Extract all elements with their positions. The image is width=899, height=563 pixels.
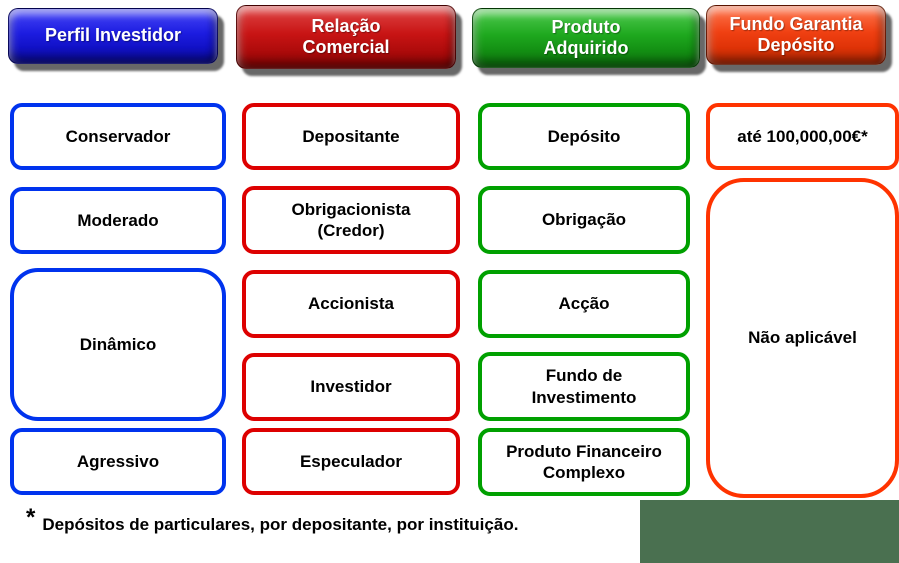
box-fundo-de-investimento: Fundo de Investimento (478, 352, 690, 421)
background-green-corner (640, 500, 899, 563)
box-accao-label: Acção (558, 294, 610, 314)
box-deposito-label: Depósito (547, 126, 621, 146)
box-dinamico-label: Dinâmico (79, 334, 157, 354)
box-especulador: Especulador (242, 428, 460, 495)
box-deposito: Depósito (478, 103, 690, 170)
box-fundo-de-investimento-label: Fundo de Investimento (531, 366, 637, 407)
box-ate-100000-label: até 100,000,00€* (737, 126, 868, 146)
box-depositante: Depositante (242, 103, 460, 170)
box-accionista-label: Accionista (308, 294, 394, 314)
box-obrigacionista-label: Obrigacionista (Credor) (291, 199, 411, 240)
box-especulador-label: Especulador (299, 451, 403, 471)
box-moderado: Moderado (10, 187, 226, 254)
box-agressivo: Agressivo (10, 428, 226, 495)
header-produto-adquirido: Produto Adquirido (472, 8, 700, 68)
box-depositante-label: Depositante (302, 126, 400, 146)
box-conservador-label: Conservador (65, 126, 171, 146)
header-fundo-garantia-deposito: Fundo Garantia Depósito (706, 5, 886, 65)
header-perfil-investidor-label: Perfil Investidor (44, 25, 182, 46)
box-obrigacao: Obrigação (478, 186, 690, 254)
header-relacao-comercial: Relação Comercial (236, 5, 456, 69)
box-accao: Acção (478, 270, 690, 338)
header-perfil-investidor: Perfil Investidor (8, 8, 218, 64)
box-nao-aplicavel: Não aplicável (706, 178, 899, 498)
header-fundo-garantia-deposito-label: Fundo Garantia Depósito (729, 13, 863, 55)
footnote-asterisk: * (26, 504, 36, 531)
box-moderado-label: Moderado (77, 210, 159, 230)
box-dinamico: Dinâmico (10, 268, 226, 421)
box-investidor-label: Investidor (310, 377, 392, 397)
box-produto-financeiro-complexo: Produto Financeiro Complexo (478, 428, 690, 496)
box-investidor: Investidor (242, 353, 460, 421)
box-obrigacao-label: Obrigação (541, 210, 627, 230)
header-relacao-comercial-label: Relação Comercial (302, 15, 390, 57)
box-obrigacionista: Obrigacionista (Credor) (242, 186, 460, 254)
box-conservador: Conservador (10, 103, 226, 170)
box-agressivo-label: Agressivo (76, 451, 160, 471)
box-nao-aplicavel-label: Não aplicável (748, 328, 857, 348)
header-produto-adquirido-label: Produto Adquirido (543, 16, 629, 58)
footnote-text: Depósitos de particulares, por depositan… (42, 515, 519, 534)
box-produto-financeiro-complexo-label: Produto Financeiro Complexo (506, 441, 662, 482)
box-ate-100000: até 100,000,00€* (706, 103, 899, 170)
footnote: * Depósitos de particulares, por deposit… (26, 504, 519, 535)
box-accionista: Accionista (242, 270, 460, 338)
